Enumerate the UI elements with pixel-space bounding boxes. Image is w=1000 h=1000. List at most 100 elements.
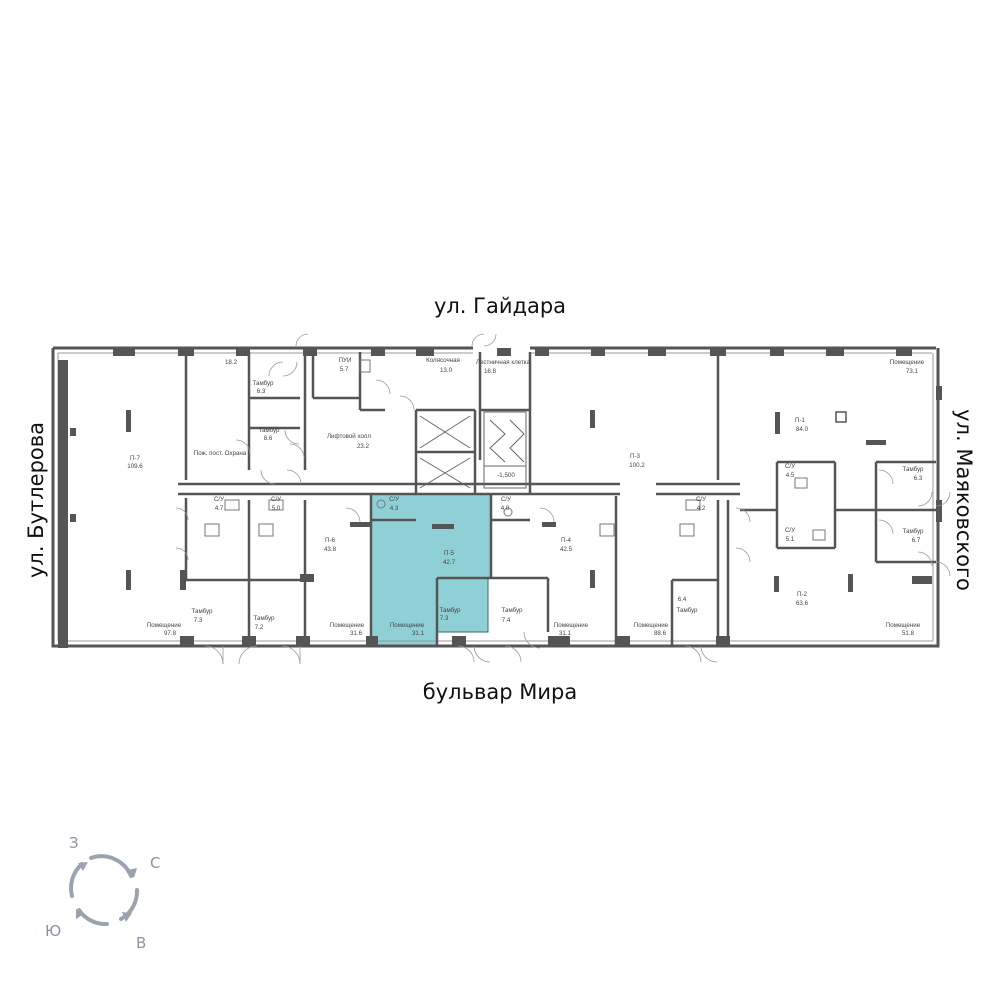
interior-walls — [178, 352, 936, 646]
label-su43: С/У4.3 — [389, 496, 399, 512]
svg-text:31.6: 31.6 — [350, 630, 363, 637]
svg-text:4.2: 4.2 — [697, 505, 706, 512]
label-n64: Тамбур 6.4 — [677, 596, 699, 614]
svg-text:С/У: С/У — [785, 527, 795, 534]
svg-text:63.6: 63.6 — [796, 600, 809, 607]
svg-text:4.3: 4.3 — [390, 505, 399, 512]
svg-text:42.7: 42.7 — [443, 559, 456, 566]
compass: З С Ю В — [40, 830, 170, 960]
svg-text:Тамбур: Тамбур — [259, 427, 281, 434]
stair-lift — [419, 411, 527, 489]
label-p4: П-4 42.5 — [560, 537, 573, 553]
svg-text:П-3: П-3 — [630, 453, 641, 460]
svg-text:Тамбур: Тамбур — [254, 615, 276, 622]
svg-text:6.3: 6.3 — [914, 475, 923, 482]
svg-text:4.5: 4.5 — [786, 472, 795, 479]
svg-text:П-2: П-2 — [797, 591, 808, 598]
svg-text:С/У: С/У — [271, 496, 281, 503]
doors — [175, 333, 951, 665]
compass-east-label: В — [136, 934, 147, 952]
svg-text:6.3: 6.3 — [257, 388, 266, 395]
svg-text:4.7: 4.7 — [215, 505, 224, 512]
svg-text:7.4: 7.4 — [502, 617, 511, 624]
street-label-left: ул. Бутлерова — [24, 421, 48, 579]
svg-text:Тамбур: Тамбур — [192, 608, 214, 615]
label-p1: П-184.0 — [795, 417, 809, 433]
svg-text:П-6: П-6 — [325, 537, 336, 544]
svg-text:Помещение: Помещение — [634, 622, 669, 629]
label-p1pom: Помещение 73.1 — [890, 359, 925, 375]
svg-text:100.2: 100.2 — [629, 462, 645, 469]
svg-text:С/У: С/У — [785, 463, 795, 470]
label-p2: П-2 63.6 — [796, 591, 809, 607]
svg-text:П-4: П-4 — [561, 537, 572, 544]
compass-south-label: Ю — [45, 922, 62, 940]
label-p3: П-3 100.2 — [629, 453, 645, 469]
svg-text:31.1: 31.1 — [559, 630, 572, 637]
svg-text:Пож. пост. Охрана: Пож. пост. Охрана — [194, 450, 247, 457]
svg-text:97.8: 97.8 — [164, 630, 177, 637]
svg-text:31.1: 31.1 — [412, 630, 425, 637]
svg-text:5.1: 5.1 — [786, 536, 795, 543]
svg-text:23.2: 23.2 — [357, 443, 370, 450]
svg-text:Тамбур: Тамбур — [903, 466, 925, 473]
svg-text:7.3: 7.3 — [194, 617, 203, 624]
svg-text:Тамбур: Тамбур — [903, 528, 925, 535]
svg-text:5.7: 5.7 — [340, 366, 349, 373]
label-tambur-67: Тамбур 6.7 — [903, 528, 925, 544]
compass-north-label: С — [150, 854, 161, 872]
street-label-bottom: бульвар Мира — [422, 680, 578, 704]
label-su51: С/У 5.1 — [785, 527, 795, 543]
svg-text:109.6: 109.6 — [127, 463, 143, 470]
street-label-right: ул. Маяковского — [952, 409, 976, 591]
svg-text:73.1: 73.1 — [906, 368, 919, 375]
svg-text:42.5: 42.5 — [560, 546, 573, 553]
label-level-mark: -1,500 — [497, 472, 515, 479]
compass-west-label: З — [69, 834, 79, 852]
svg-text:С/У: С/У — [214, 496, 224, 503]
label-tambur-63b: Тамбур 6.3 — [903, 466, 925, 482]
compass-arrows — [76, 862, 137, 922]
svg-text:Помещение: Помещение — [147, 622, 182, 629]
label-n182: 18.2 — [225, 359, 238, 366]
svg-text:6.4: 6.4 — [678, 596, 687, 603]
svg-text:Тамбур: Тамбур — [677, 607, 699, 614]
label-su47: С/У 4.7 — [214, 496, 224, 512]
fixtures — [204, 359, 826, 541]
svg-text:7.2: 7.2 — [255, 624, 264, 631]
svg-text:Лестничная клетка: Лестничная клетка — [476, 359, 531, 366]
svg-text:Колясочная: Колясочная — [426, 357, 460, 364]
svg-text:Тамбур: Тамбур — [253, 380, 275, 387]
label-tambur-left: Тамбур 7.3 — [192, 608, 214, 624]
svg-text:-1,500: -1,500 — [497, 472, 515, 479]
svg-text:18.2: 18.2 — [225, 359, 238, 366]
svg-text:Помещение: Помещение — [390, 622, 425, 629]
svg-text:6.7: 6.7 — [912, 537, 921, 544]
label-su50: С/У 5.0 — [271, 496, 281, 512]
label-kolyasochnaya: Колясочная 13.0 — [426, 357, 460, 374]
svg-text:Помещение: Помещение — [886, 622, 921, 629]
svg-text:С/У: С/У — [696, 496, 706, 503]
label-p5: П-542.7 — [443, 550, 456, 566]
svg-text:Помещение: Помещение — [890, 359, 925, 366]
svg-text:Помещение: Помещение — [554, 622, 589, 629]
label-ohrana: Пож. пост. Охрана — [194, 450, 247, 457]
svg-text:13.0: 13.0 — [440, 367, 453, 374]
svg-text:Помещение: Помещение — [330, 622, 365, 629]
svg-text:51.8: 51.8 — [902, 630, 915, 637]
label-tambur-72: Тамбур 7.2 — [254, 615, 276, 631]
svg-text:5.0: 5.0 — [272, 505, 281, 512]
svg-text:4.0: 4.0 — [501, 505, 510, 512]
